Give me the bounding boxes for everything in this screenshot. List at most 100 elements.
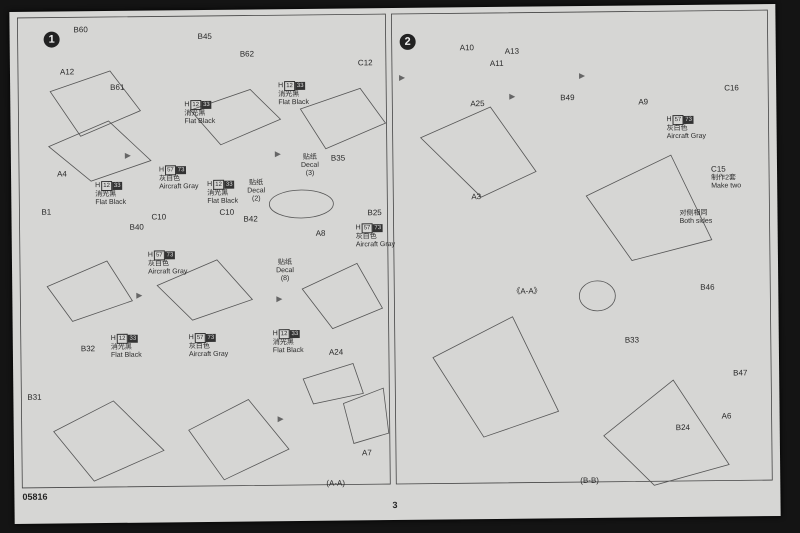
step1-frame bbox=[16, 13, 391, 489]
paint-number: 57 bbox=[153, 250, 165, 261]
part-label-b60: B60 bbox=[73, 25, 88, 35]
paint-name-cn: 灰白色 bbox=[188, 342, 210, 351]
paint-number-alt: 33 bbox=[223, 180, 235, 189]
page-number: 3 bbox=[392, 499, 398, 511]
decal-en: Decal bbox=[247, 187, 266, 195]
part-label-b33: B33 bbox=[624, 335, 640, 345]
view-label-aa-step2: 《A-A》 bbox=[512, 286, 542, 296]
part-label-b25: B25 bbox=[367, 208, 382, 218]
paint-number-alt: 33 bbox=[201, 100, 212, 110]
paint-number-alt: 73 bbox=[683, 115, 694, 124]
paint-name-en: Flat Black bbox=[272, 346, 304, 355]
paint-name-cn: 消光黑 bbox=[207, 189, 229, 197]
step2-frame bbox=[390, 9, 773, 485]
paint-number: 12 bbox=[213, 179, 224, 190]
paint-number: 57 bbox=[194, 332, 206, 344]
paint-name-cn: 消光黑 bbox=[95, 190, 117, 199]
instruction-sheet: 1 2 B60 B45 B61 B62 C12 A12 A4 B35 B25 B… bbox=[9, 4, 781, 524]
paint-number-alt: 73 bbox=[164, 251, 176, 260]
paint-number-alt: 33 bbox=[289, 329, 301, 339]
product-code: 05816 bbox=[22, 491, 48, 502]
paint-name-en: Flat Black bbox=[278, 98, 310, 107]
paint-name-en: Aircraft Gray bbox=[159, 183, 199, 191]
paint-name-en: Flat Black bbox=[207, 197, 239, 205]
paint-name-cn: 灰白色 bbox=[147, 260, 170, 268]
paint-number: 12 bbox=[101, 180, 112, 192]
make-two-cn: 制作2套 bbox=[711, 174, 737, 182]
paint-number-alt: 33 bbox=[294, 81, 306, 91]
decal-number: (2) bbox=[251, 195, 261, 203]
paint-name-en: Flat Black bbox=[95, 198, 127, 207]
part-label-b35: B35 bbox=[330, 153, 346, 163]
paint-code: H bbox=[184, 101, 190, 109]
part-label-c10-a: C10 bbox=[151, 212, 167, 222]
part-label-a8: A8 bbox=[315, 228, 326, 238]
decal-en: Decal bbox=[276, 267, 295, 275]
both-sides-en: Both sides bbox=[679, 217, 713, 226]
paint-name-cn: 灰白色 bbox=[159, 175, 181, 183]
part-label-b61: B61 bbox=[110, 82, 125, 92]
paint-number: 57 bbox=[165, 165, 176, 176]
part-label-a9: A9 bbox=[638, 97, 649, 107]
paint-name-en: Aircraft Gray bbox=[355, 240, 396, 249]
decal-number: (3) bbox=[305, 169, 315, 177]
paint-code: H bbox=[158, 166, 165, 174]
paint-number: 57 bbox=[361, 223, 373, 234]
part-label-c15: C15 bbox=[710, 164, 726, 174]
part-label-a7: A7 bbox=[361, 448, 372, 458]
paint-code: H bbox=[207, 180, 213, 188]
part-label-a13: A13 bbox=[504, 46, 520, 56]
step-2-badge: 2 bbox=[399, 33, 416, 50]
part-label-b24: B24 bbox=[675, 422, 691, 433]
part-label-c12: C12 bbox=[357, 58, 373, 68]
paint-code: H bbox=[272, 330, 278, 338]
part-label-b49: B49 bbox=[560, 93, 575, 103]
paint-number-alt: 33 bbox=[127, 334, 139, 343]
paint-name-cn: 消光黑 bbox=[184, 109, 206, 118]
part-label-b32: B32 bbox=[80, 344, 96, 354]
decal-en: Decal bbox=[300, 161, 319, 169]
paint-code: H bbox=[188, 334, 194, 342]
part-label-b40: B40 bbox=[129, 222, 144, 232]
part-label-c10-b: C10 bbox=[219, 207, 235, 217]
both-sides-cn: 对侧相同 bbox=[679, 209, 708, 218]
part-label-b1: B1 bbox=[41, 207, 52, 217]
part-label-b46: B46 bbox=[700, 282, 715, 292]
paint-code: H bbox=[666, 116, 672, 124]
paint-name-en: Flat Black bbox=[184, 117, 216, 126]
part-label-a10: A10 bbox=[459, 43, 475, 53]
part-label-b31: B31 bbox=[27, 392, 42, 402]
step-1-badge: 1 bbox=[43, 31, 60, 48]
paint-number: 57 bbox=[672, 114, 684, 126]
part-label-a11: A11 bbox=[489, 58, 504, 68]
paint-number-alt: 73 bbox=[175, 166, 187, 175]
paint-name-en: Flat Black bbox=[110, 351, 142, 359]
assembly-drawing bbox=[16, 9, 773, 489]
paint-number: 12 bbox=[116, 333, 128, 344]
paint-number-alt: 73 bbox=[372, 224, 384, 233]
paint-number: 12 bbox=[190, 100, 202, 111]
paint-code: H bbox=[278, 82, 284, 90]
paint-name-en: Aircraft Gray bbox=[188, 350, 229, 359]
part-label-a25: A25 bbox=[470, 99, 485, 109]
paint-code: H bbox=[355, 224, 361, 232]
paint-code: H bbox=[147, 251, 153, 259]
part-label-b42: B42 bbox=[243, 214, 258, 224]
part-label-a6: A6 bbox=[721, 411, 732, 421]
paint-name-cn: 灰白色 bbox=[666, 124, 688, 133]
part-label-b45: B45 bbox=[197, 31, 212, 42]
part-label-c16: C16 bbox=[724, 83, 739, 93]
paint-name-en: Aircraft Gray bbox=[666, 132, 707, 141]
make-two-en: Make two bbox=[711, 182, 742, 190]
